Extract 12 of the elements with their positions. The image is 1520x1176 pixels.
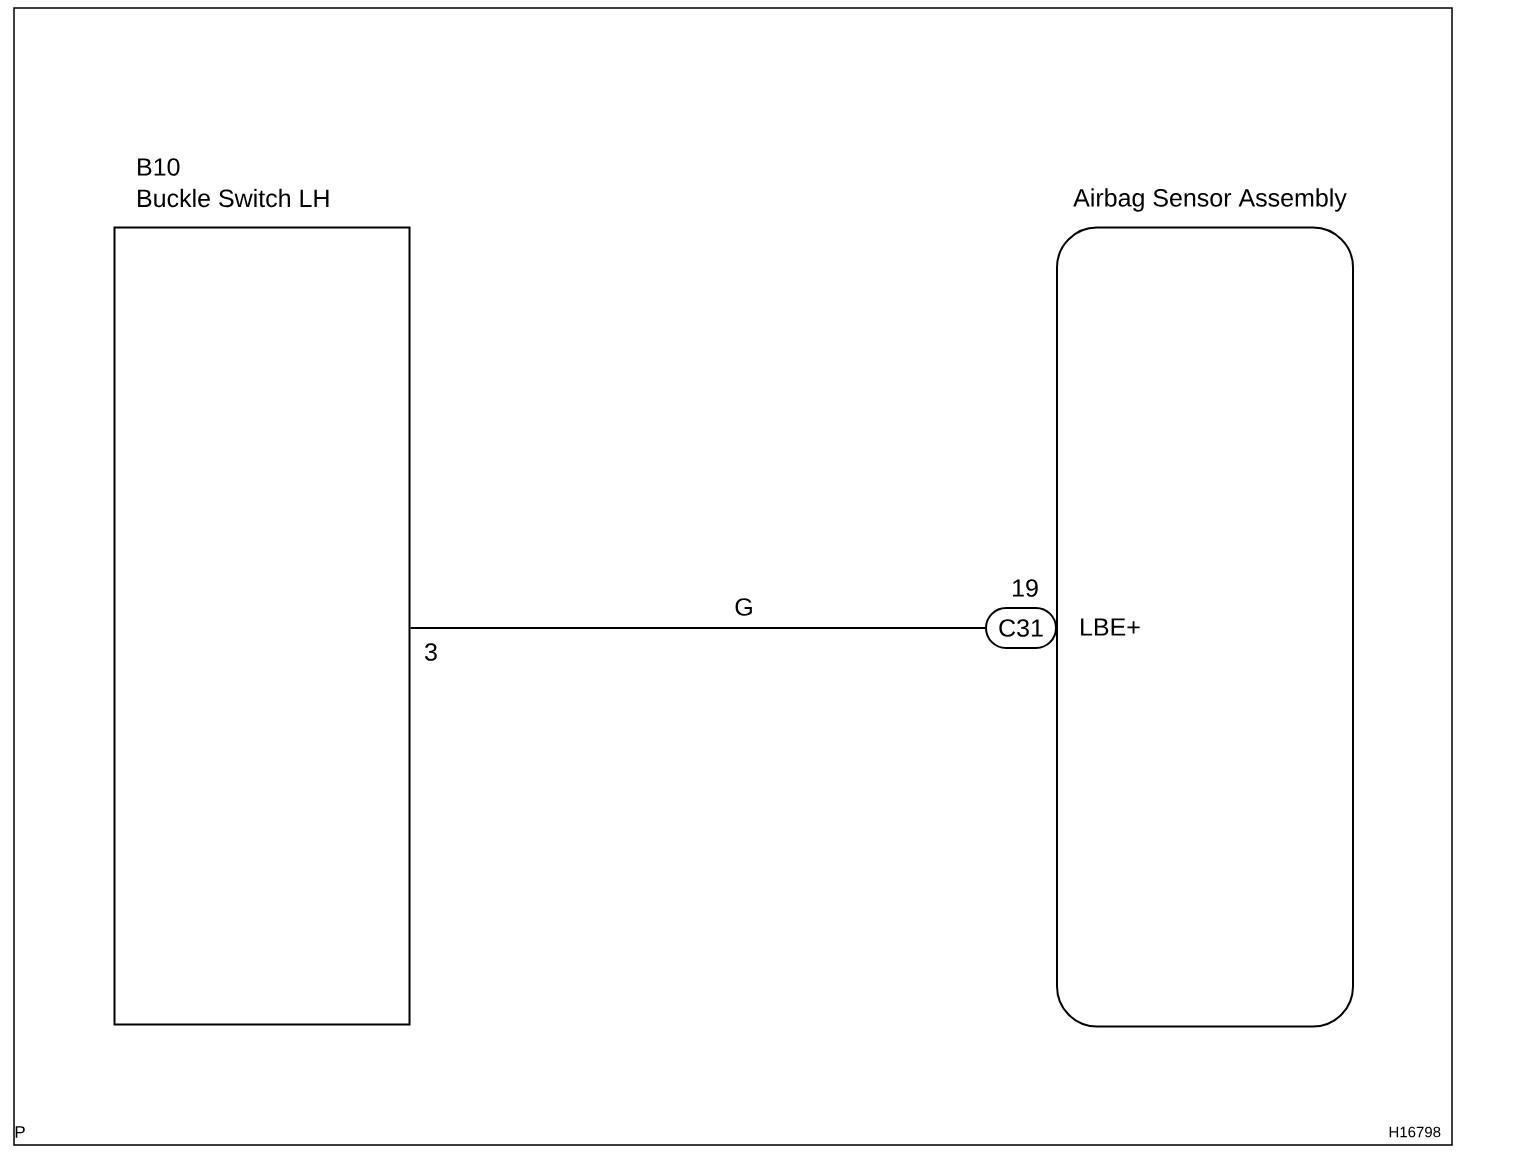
- corner-mark: P: [15, 1126, 25, 1138]
- node-label: 19: [1013, 579, 1038, 597]
- wire-color-label: G: [733, 597, 755, 617]
- pin-number: 3: [425, 643, 437, 661]
- connector-oval: C31 19: [985, 579, 1057, 649]
- figure-code: H16798: [1389, 1126, 1441, 1138]
- node-label: B10: [138, 158, 180, 176]
- component-box: B10 Buckle Switch LH: [113, 158, 411, 1026]
- wire: [409, 627, 986, 629]
- component-box: Airbag Sensor Assembly LBE+: [1056, 188, 1354, 1028]
- node-label: Buckle Switch LH: [138, 188, 329, 208]
- node-label: Airbag Sensor Assembly: [1073, 188, 1347, 212]
